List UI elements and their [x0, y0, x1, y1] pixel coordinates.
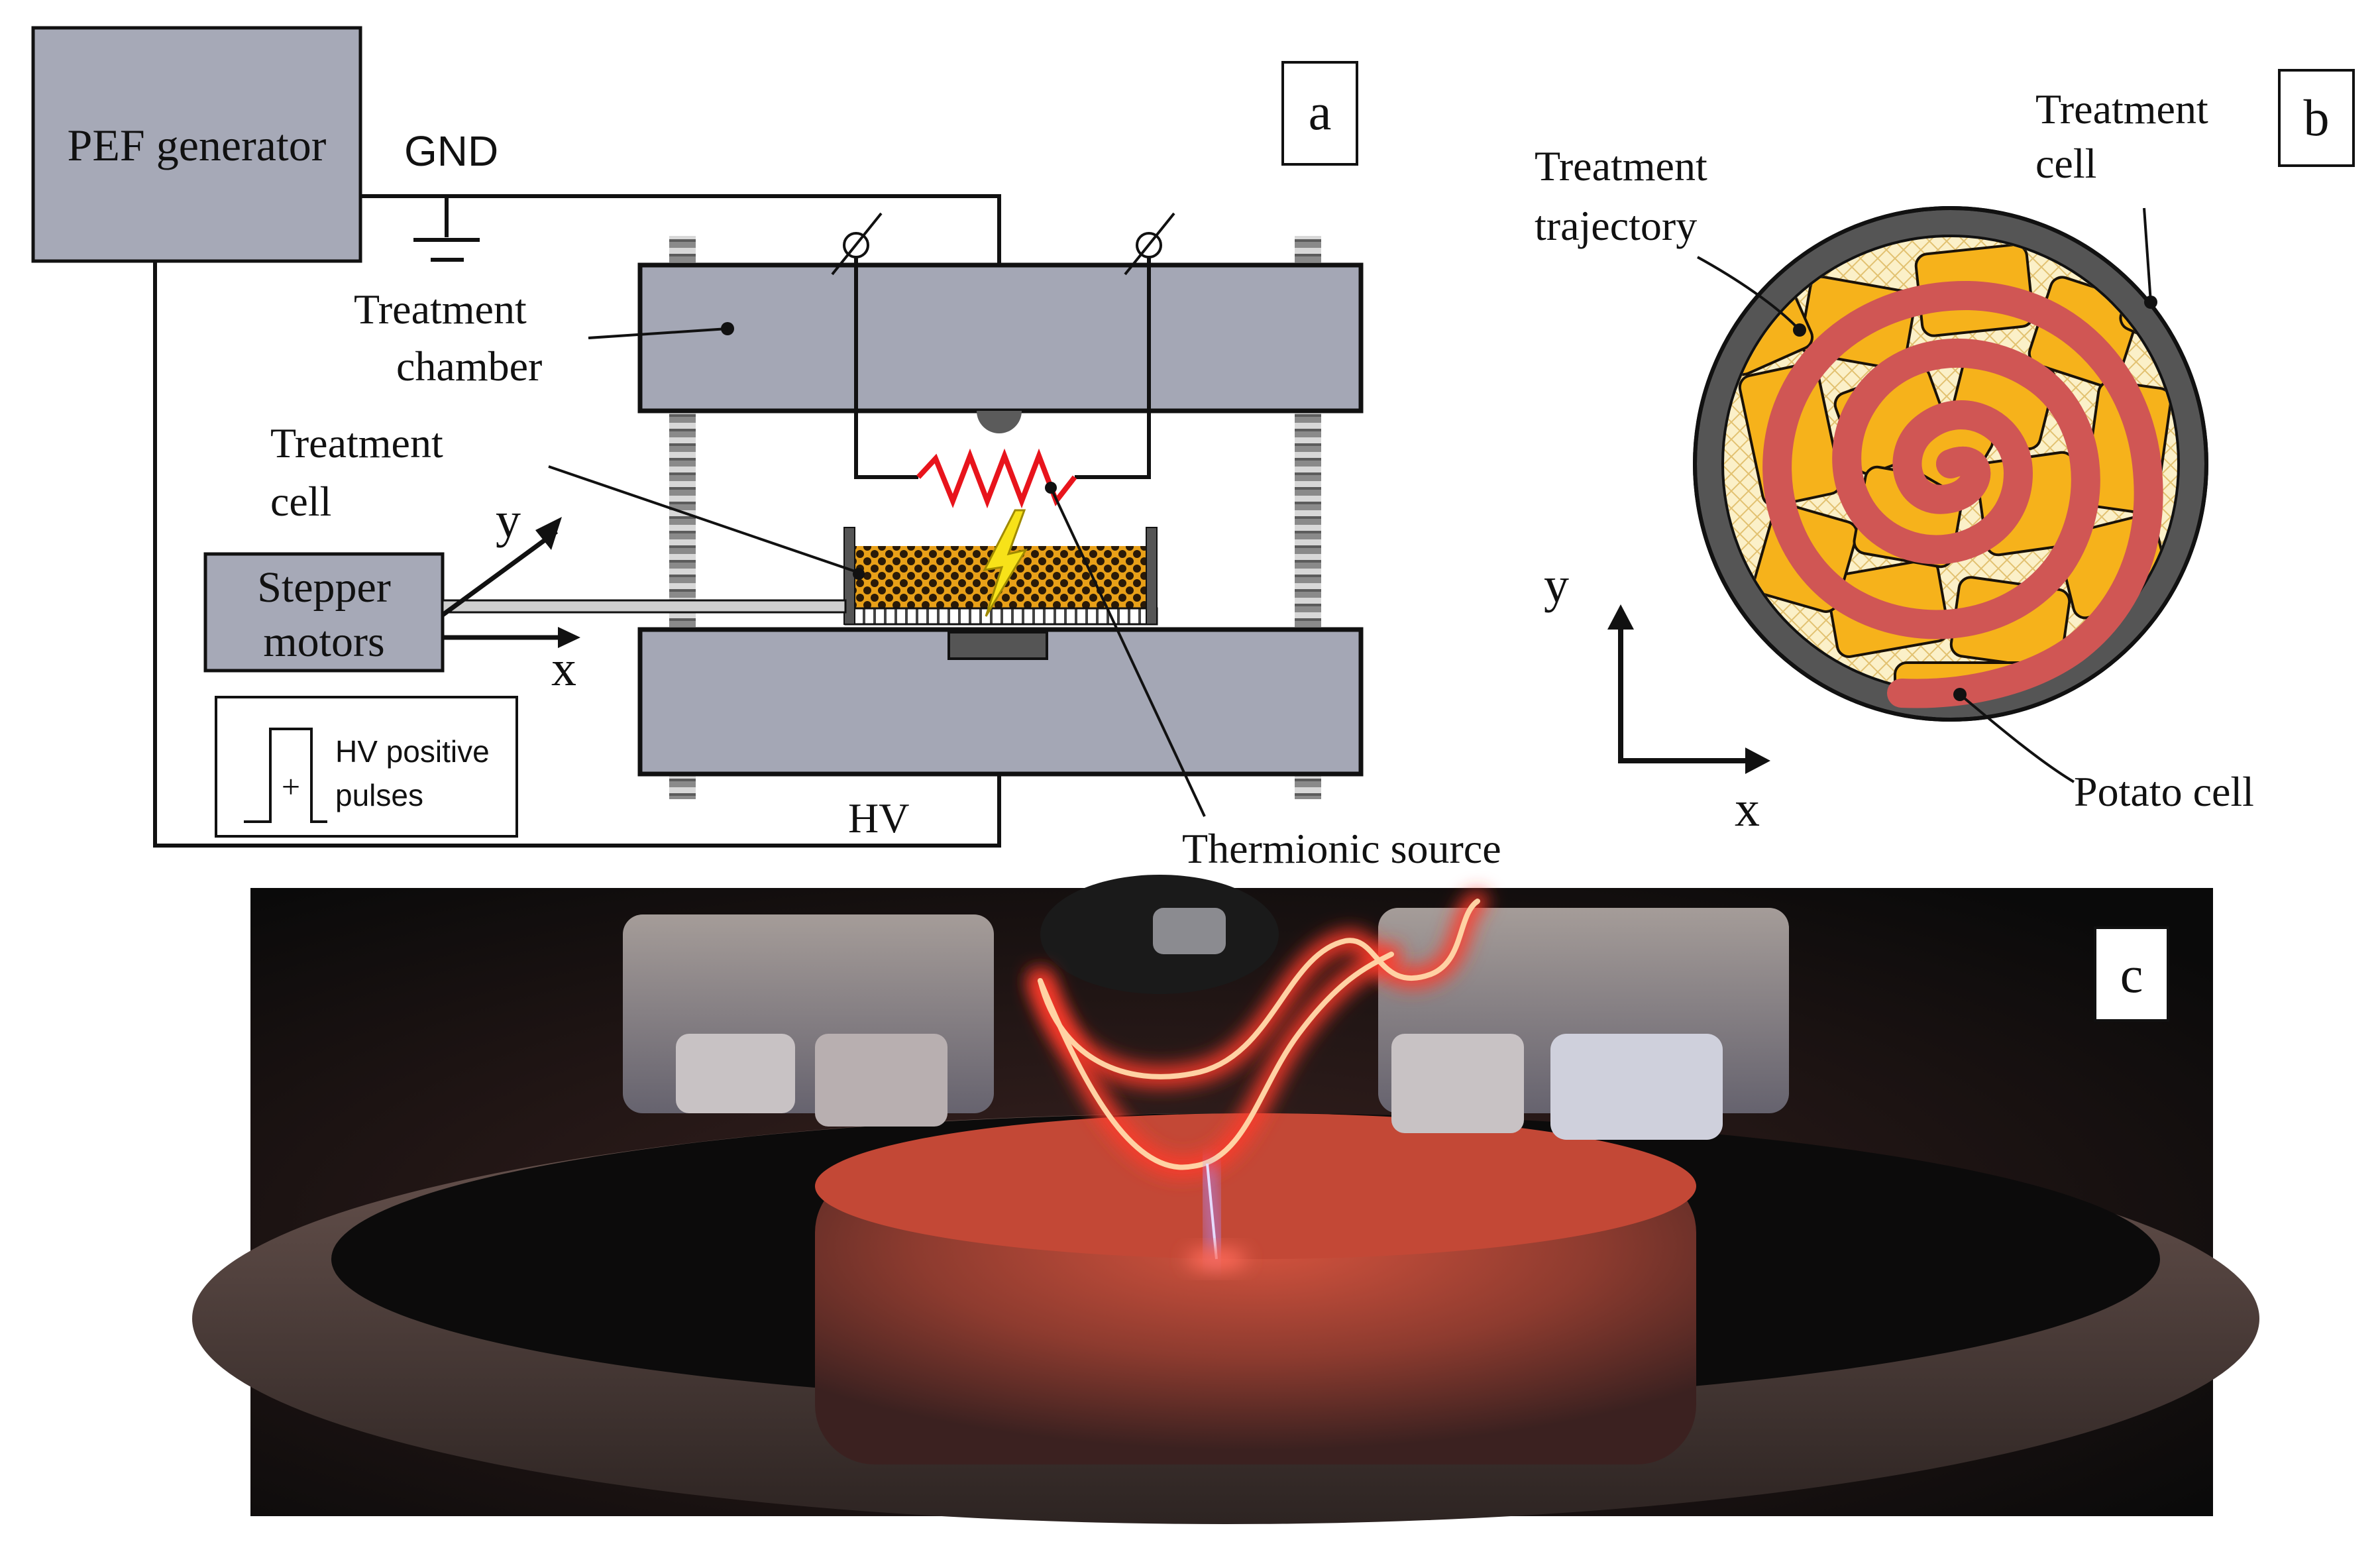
- panel-b-letter: b: [2304, 89, 2330, 146]
- treatment-trajectory-spiral: [1762, 280, 2163, 708]
- chamber-label-1: Treatment: [354, 286, 527, 333]
- panel-b-letter-box: b: [2278, 69, 2355, 167]
- pulse-sign: +: [282, 768, 300, 805]
- cell-leader-b: [2143, 207, 2152, 303]
- axis-x-b: x: [1735, 781, 1760, 837]
- gnd-label: GND: [404, 127, 498, 175]
- axis-y-a: y: [496, 492, 521, 548]
- pulse-label-1: HV positive: [335, 734, 490, 769]
- stepper-motors-label-1: Stepper: [257, 563, 391, 612]
- trajectory-label-1: Treatment: [1535, 142, 1707, 190]
- photo-electrode-blocks: [623, 875, 1789, 1140]
- axis-x-a: x: [551, 641, 576, 696]
- motor-arm: [441, 599, 847, 614]
- chamber-label-2: chamber: [396, 343, 542, 390]
- axes-a: [441, 517, 580, 648]
- axes-b: [1607, 604, 1770, 774]
- potato-label: Potato cell: [2074, 768, 2254, 815]
- pef-generator: PEF generator: [31, 26, 362, 263]
- filament-wiring: [854, 257, 1151, 479]
- cell-label-a-2: cell: [270, 478, 331, 525]
- photo-discharge-arc: [1186, 1163, 1247, 1270]
- axis-y-b: y: [1544, 557, 1569, 613]
- spark-icon: [983, 509, 1028, 617]
- potato-leader: [1959, 693, 2075, 783]
- panel-a: a GND PEF generator: [31, 26, 1501, 872]
- photo-potato-sample: [815, 1113, 1696, 1464]
- panel-a-letter: a: [1309, 83, 1332, 140]
- panel-a-letter-box: a: [1281, 61, 1358, 166]
- thermionic-label: Thermionic source: [1182, 825, 1501, 872]
- pef-generator-label: PEF generator: [68, 120, 327, 170]
- panel-b: b: [1535, 69, 2355, 837]
- ground-symbol: [413, 196, 480, 262]
- panel-c-photo: c: [192, 875, 2259, 1524]
- wire-switch-right: [1124, 212, 1175, 276]
- lower-chamber-plate: [637, 627, 1364, 777]
- stepper-motors: Stepper motors: [203, 552, 445, 673]
- upper-electrode-knob: [977, 411, 1022, 433]
- trajectory-leader: [1697, 256, 1801, 331]
- wire-switch-left: [831, 212, 883, 276]
- cell-leader-a: [548, 465, 855, 573]
- stepper-motors-label-2: motors: [263, 618, 384, 666]
- thermionic-filament: [916, 448, 1077, 509]
- upper-chamber-plate: [588, 262, 1364, 414]
- cell-label-b-1: Treatment: [2035, 85, 2208, 133]
- panel-c-letter: c: [2120, 946, 2143, 1003]
- hv-label: HV: [848, 795, 909, 842]
- pulse-legend: + HV positive pulses: [215, 696, 518, 838]
- pulse-label-2: pulses: [335, 778, 423, 812]
- panel-c-letter-box: c: [2094, 926, 2169, 1022]
- cell-label-a-1: Treatment: [270, 419, 443, 467]
- photo-glowing-filament: [1030, 891, 1488, 1178]
- trajectory-label-2: trajectory: [1535, 202, 1697, 249]
- cell-label-b-2: cell: [2035, 140, 2096, 187]
- thermionic-leader: [1050, 487, 1206, 817]
